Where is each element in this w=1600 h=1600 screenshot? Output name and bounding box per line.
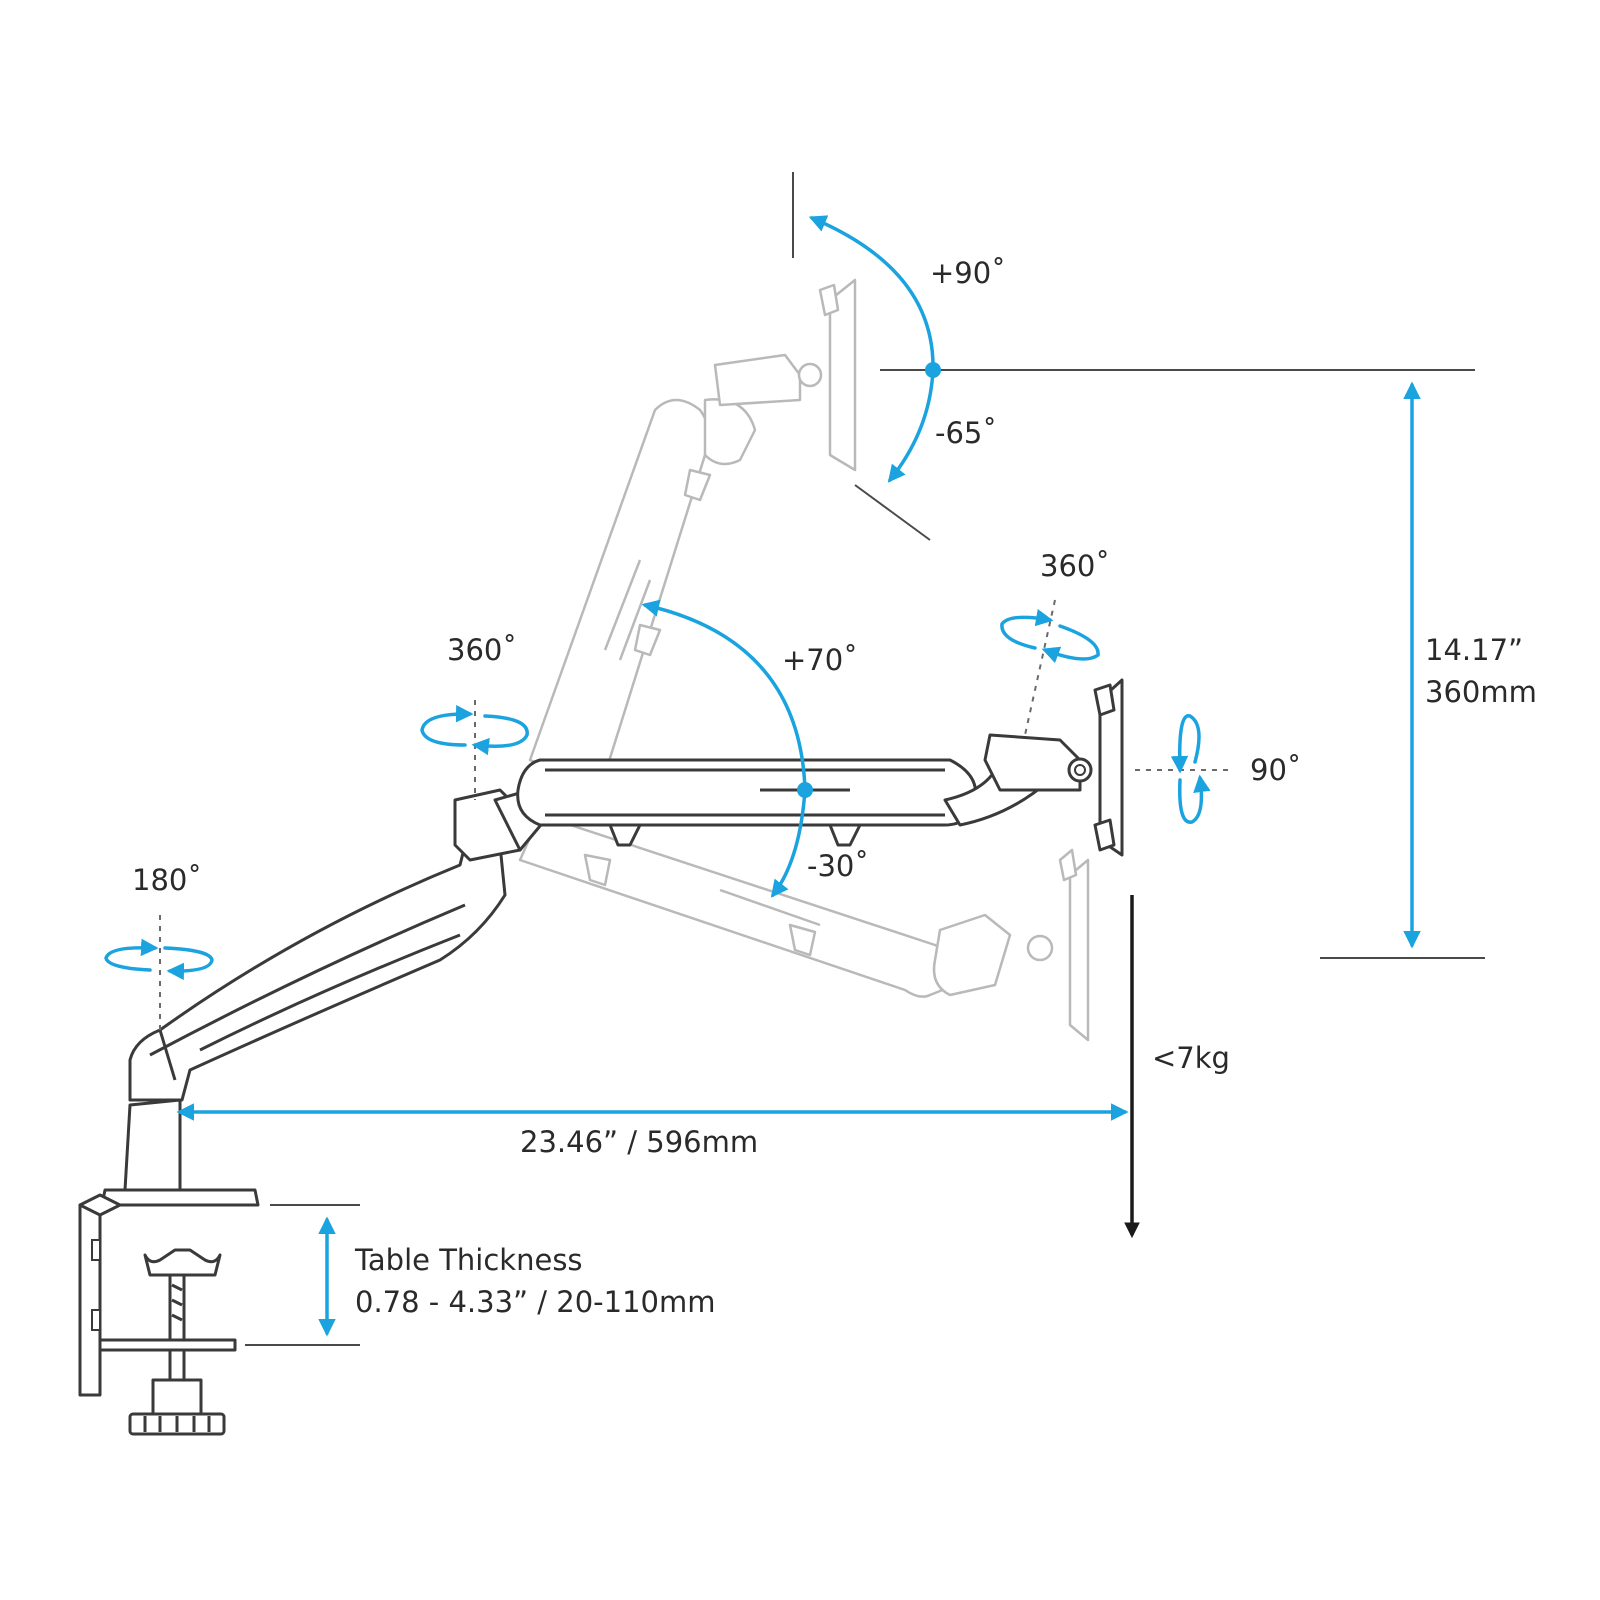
raise-arc-icon — [641, 599, 807, 792]
head-swivel-icon — [1041, 624, 1100, 664]
table-thickness-title: Table Thickness — [354, 1243, 583, 1277]
base-swivel-icon — [163, 946, 214, 981]
tilt-arc-down-icon — [887, 368, 935, 483]
elbow-swivel-icon — [471, 714, 529, 756]
height-inch-label: 14.17” — [1425, 633, 1523, 667]
rotation-icon — [1170, 714, 1201, 774]
tilt-up-label: +90˚ — [930, 256, 1006, 290]
rotation-annotations — [104, 215, 1421, 1337]
base-swivel-label: 180˚ — [132, 863, 202, 897]
lower-arm — [128, 788, 547, 1102]
height-mm-label: 360mm — [1425, 675, 1537, 709]
arm-raise-label: +70˚ — [782, 643, 858, 677]
weight-label: <7kg — [1152, 1041, 1230, 1075]
head-swivel-label: 360˚ — [1040, 549, 1110, 583]
raised-arm-ghost — [528, 278, 857, 792]
tilt-down-label: -65˚ — [935, 416, 997, 450]
tilt-arc-up-icon — [808, 215, 935, 372]
reference-lines — [159, 172, 1485, 1346]
elevation-pivot-icon — [797, 782, 813, 798]
rotation-label: 90˚ — [1250, 753, 1301, 787]
upper-arm — [516, 758, 978, 847]
labels: +90˚ -65˚ 360˚ 360˚ +70˚ -30˚ 90˚ 180˚ 1… — [132, 256, 1537, 1319]
elbow-swivel-label: 360˚ — [447, 633, 517, 667]
table-thickness-range: 0.78 - 4.33” / 20-110mm — [355, 1285, 716, 1319]
monitor-head — [943, 678, 1124, 857]
arm-lower-label: -30˚ — [807, 849, 869, 883]
tilt-pivot-icon — [925, 362, 941, 378]
lowered-arm-ghost — [518, 813, 1090, 1042]
reach-label: 23.46” / 596mm — [520, 1125, 758, 1159]
desk-clamp — [78, 1098, 260, 1436]
lower-arc-icon — [770, 788, 807, 898]
